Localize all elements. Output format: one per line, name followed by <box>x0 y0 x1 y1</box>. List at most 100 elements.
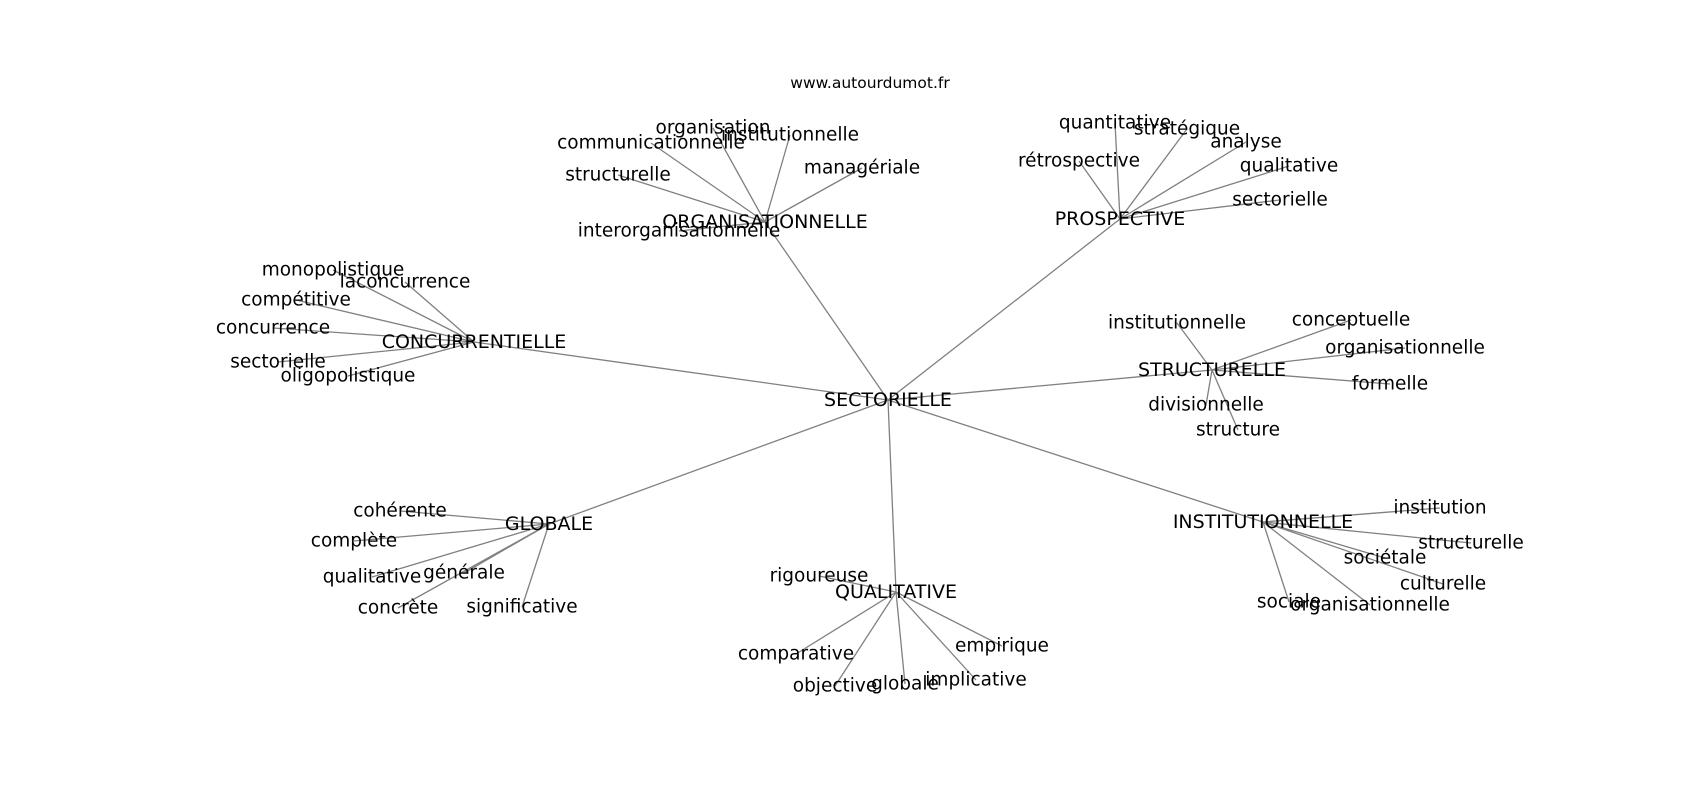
edge-hub-leaf <box>1211 319 1352 371</box>
edge-hub-leaf <box>1176 322 1213 371</box>
leaf-node: structurelle <box>565 165 671 186</box>
leaf-node: monopolistique <box>262 260 405 281</box>
leaf-node: institution <box>1393 498 1486 519</box>
leaf-node: conceptuelle <box>1292 310 1411 331</box>
edge-hub-leaf <box>371 523 550 578</box>
edge-hub-leaf <box>353 523 550 542</box>
leaf-node: institutionnelle <box>1108 313 1246 334</box>
leaf-node: quantitative <box>1059 113 1171 134</box>
edge-root-hub <box>764 221 889 401</box>
edge-hub-leaf <box>1119 128 1188 220</box>
hub-node: INSTITUTIONNELLE <box>1173 511 1353 533</box>
graph-edges <box>272 122 1472 687</box>
edge-hub-leaf <box>1211 347 1406 371</box>
leaf-node: laconcurrence <box>340 272 471 293</box>
edge-hub-leaf <box>650 142 766 223</box>
leaf-node: compétitive <box>241 290 351 311</box>
leaf-node: structurelle <box>1418 533 1524 554</box>
edge-hub-leaf <box>1211 369 1239 431</box>
edge-hub-leaf <box>1262 507 1441 523</box>
edge-root-hub <box>473 341 889 401</box>
edge-hub-leaf <box>272 327 475 343</box>
leaf-node: institutionnelle <box>721 125 859 146</box>
leaf-node: comparative <box>738 644 854 665</box>
hub-node: GLOBALE <box>505 513 593 535</box>
edge-hub-leaf <box>404 281 475 343</box>
leaf-node: analyse <box>1210 132 1282 153</box>
edge-hub-leaf <box>834 591 897 687</box>
edge-hub-leaf <box>795 591 897 655</box>
leaf-node: sectorielle <box>1232 190 1328 211</box>
leaf-node: concrète <box>358 598 439 619</box>
leaf-node: objective <box>793 676 877 697</box>
leaf-node: sectorielle <box>230 352 326 373</box>
edge-hub-leaf <box>1119 141 1247 220</box>
root-node: SECTORIELLE <box>824 389 952 411</box>
edge-hub-leaf <box>347 341 475 377</box>
leaf-node: cohérente <box>353 501 447 522</box>
leaf-node: générale <box>423 563 505 584</box>
edge-hub-leaf <box>1262 521 1472 544</box>
edge-root-hub <box>887 369 1213 401</box>
leaf-node: concurrence <box>216 318 330 339</box>
leaf-node: structure <box>1196 420 1280 441</box>
edge-hub-leaf <box>1078 160 1121 220</box>
leaf-node: culturelle <box>1400 574 1486 595</box>
edge-hub-leaf <box>1205 369 1213 406</box>
leaf-node: stratégique <box>1134 119 1240 140</box>
edge-root-hub <box>887 399 897 593</box>
leaf-node: qualitative <box>1240 156 1338 177</box>
edge-hub-leaf <box>399 510 550 525</box>
edge-hub-leaf <box>678 221 766 232</box>
edge-hub-leaf <box>1262 521 1386 559</box>
leaf-node: organisationnelle <box>1325 338 1485 359</box>
leaf-node: organisationnelle <box>1290 595 1450 616</box>
edge-hub-leaf <box>1114 122 1121 220</box>
edge-hub-leaf <box>1262 521 1371 606</box>
leaf-node: sociale <box>1257 592 1321 613</box>
edge-hub-leaf <box>1119 199 1281 220</box>
edge-hub-leaf <box>1262 521 1444 585</box>
edge-hub-leaf <box>712 127 766 223</box>
leaf-node: empirique <box>955 636 1049 657</box>
edge-hub-leaf <box>277 341 475 363</box>
edge-hub-leaf <box>895 591 1003 647</box>
edge-root-hub <box>887 399 1264 523</box>
leaf-node: managériale <box>804 158 920 179</box>
edge-hub-leaf <box>617 174 766 223</box>
leaf-node: divisionnelle <box>1148 395 1264 416</box>
leaf-node: globale <box>871 674 939 695</box>
hub-node: CONCURRENTIELLE <box>382 331 567 353</box>
hub-node: STRUCTURELLE <box>1138 359 1286 381</box>
edge-hub-leaf <box>895 591 977 681</box>
edge-root-hub <box>548 399 889 525</box>
leaf-node: formelle <box>1352 374 1428 395</box>
leaf-node: interorganisationnelle <box>578 221 780 242</box>
edge-hub-leaf <box>1119 165 1290 220</box>
leaf-node: qualitative <box>323 567 421 588</box>
edge-hub-leaf <box>332 269 475 343</box>
graph-labels: www.autourdumot.fr SECTORIELLE ORGANISAT… <box>216 74 1524 697</box>
edge-hub-leaf <box>295 299 475 343</box>
source-label: www.autourdumot.fr <box>790 74 950 92</box>
edge-hub-leaf <box>397 523 550 609</box>
edge-hub-leaf <box>1262 521 1290 603</box>
edge-hub-leaf <box>1211 369 1391 385</box>
leaf-node: significative <box>466 597 577 618</box>
leaf-node: communicationnelle <box>557 133 745 154</box>
edge-root-hub <box>887 218 1121 401</box>
hub-node: ORGANISATIONNELLE <box>662 211 867 233</box>
leaf-node: rigoureuse <box>770 566 869 587</box>
leaf-node: implicative <box>925 670 1026 691</box>
leaf-node: oligopolistique <box>281 366 416 387</box>
edge-hub-leaf <box>521 523 550 608</box>
leaf-node: rétrospective <box>1018 151 1140 172</box>
edge-hub-leaf <box>764 167 863 223</box>
leaf-node: organisation <box>656 118 771 139</box>
hub-node: PROSPECTIVE <box>1055 208 1186 230</box>
edge-hub-leaf <box>818 575 897 593</box>
leaf-node: complète <box>311 531 397 552</box>
edge-hub-leaf <box>764 134 791 223</box>
edge-hub-leaf <box>895 591 906 685</box>
